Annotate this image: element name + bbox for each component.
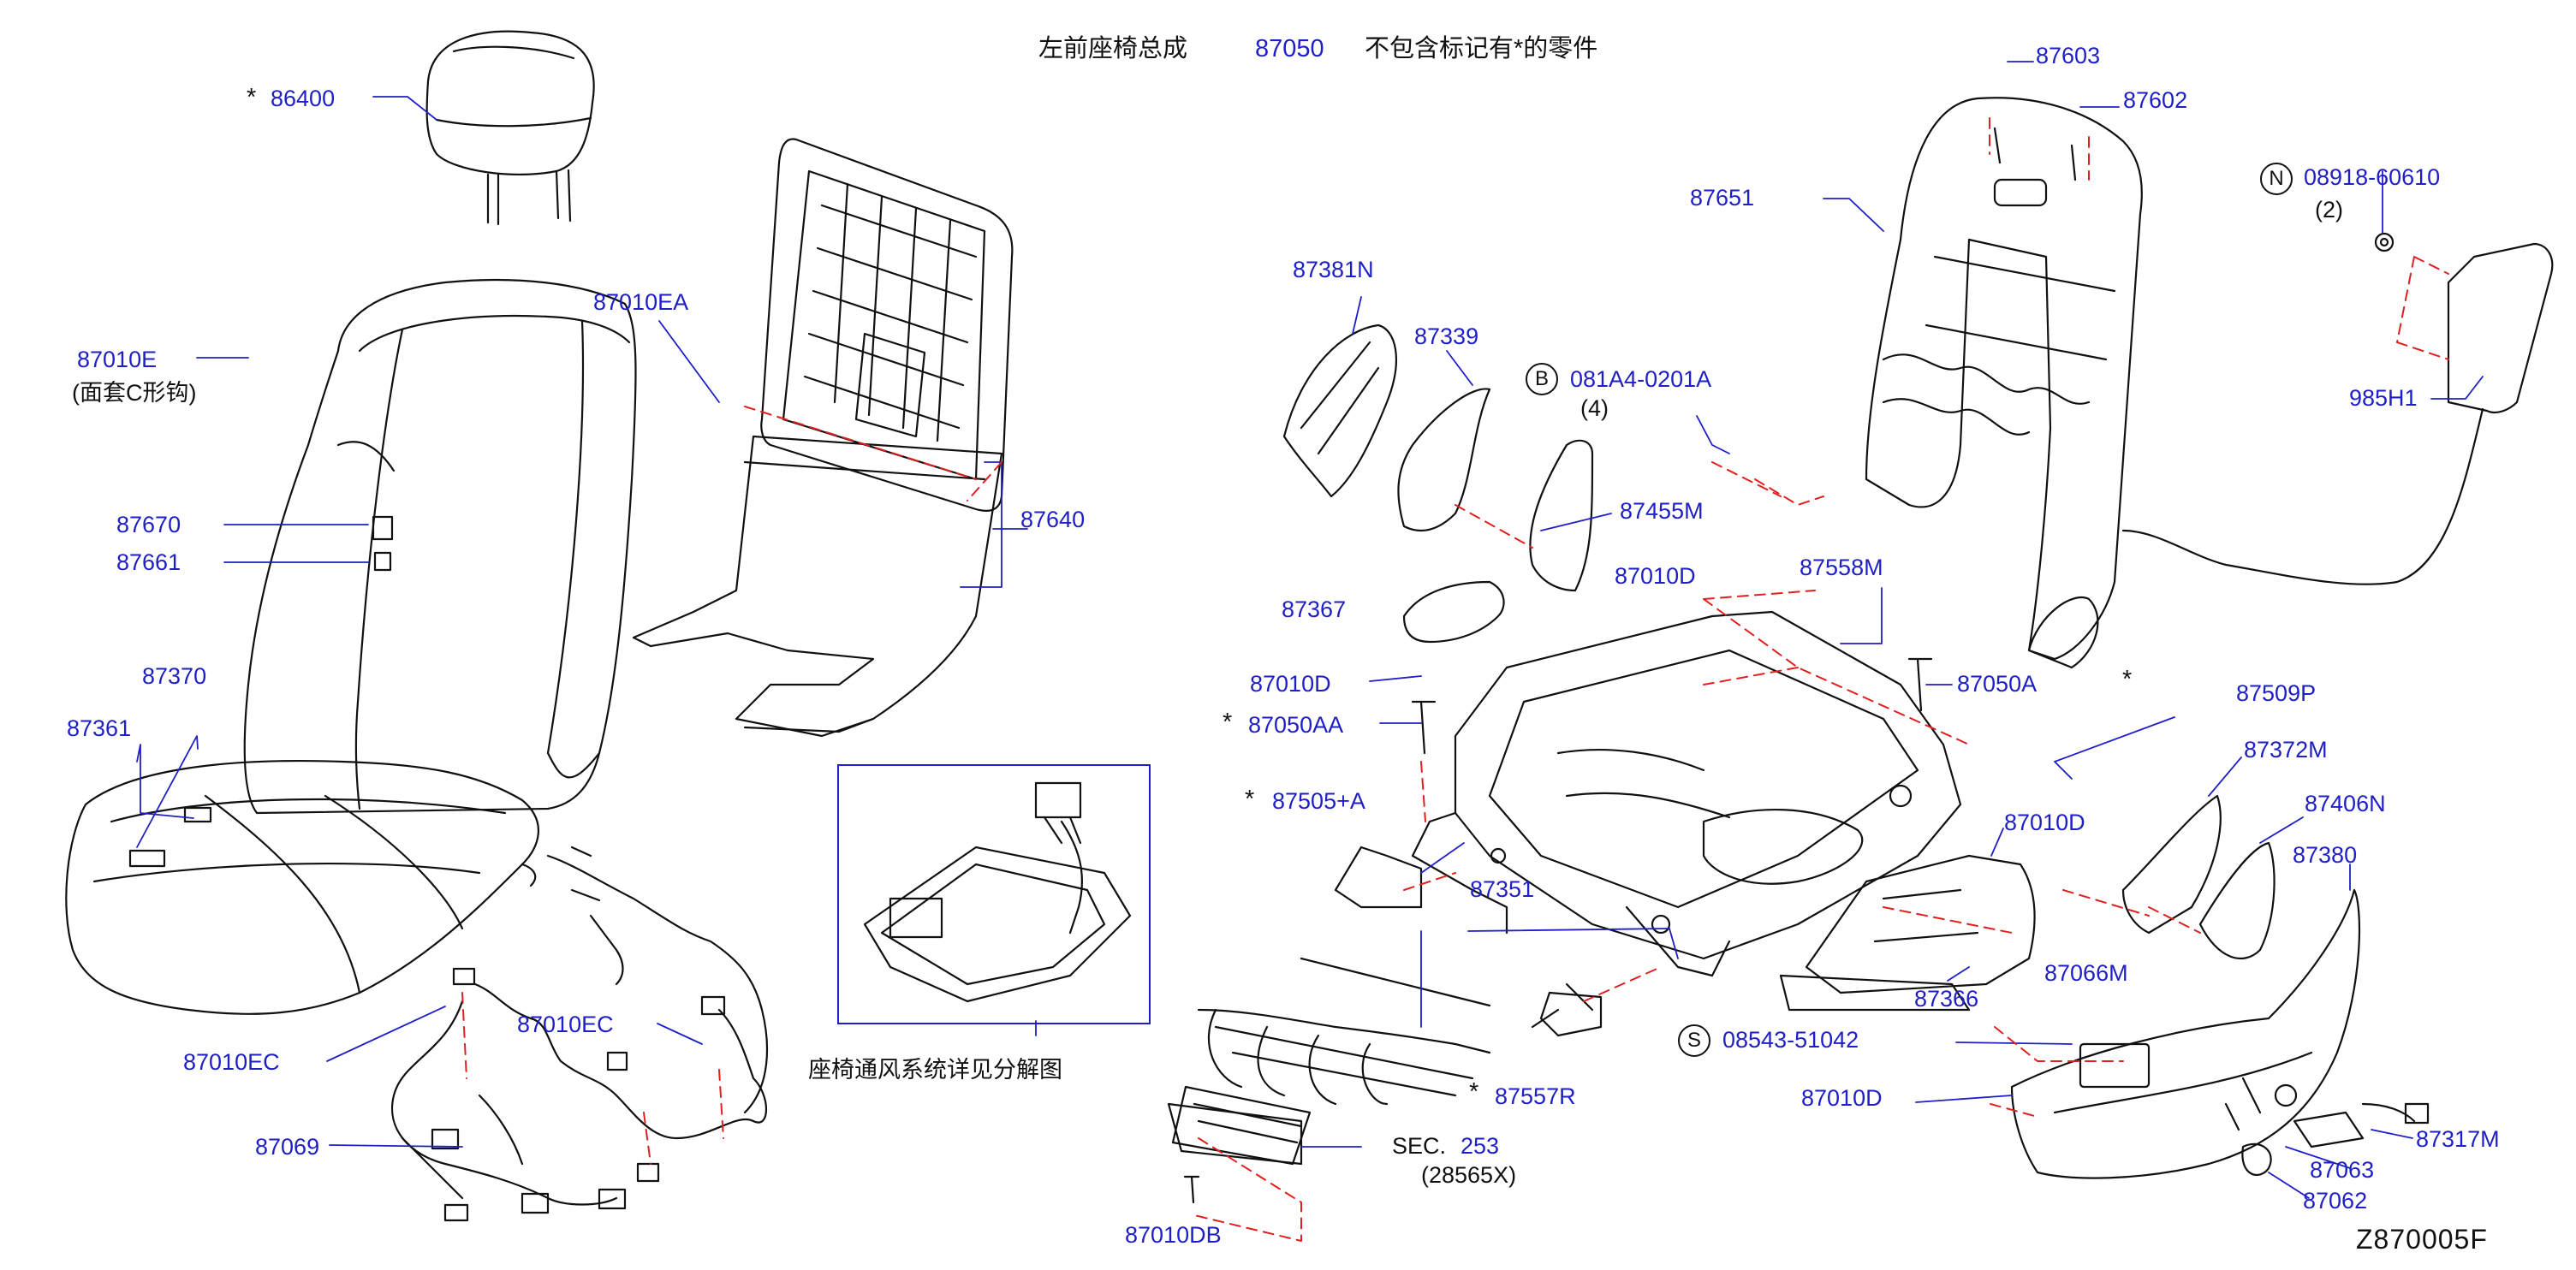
label-87351: 87351 <box>1470 876 1535 902</box>
circle-B-mark: B <box>1526 363 1558 395</box>
star-mark: * <box>1469 1078 1479 1106</box>
label-87010DB: 87010DB <box>1125 1222 1222 1248</box>
label-87010EA: 87010EA <box>593 289 689 315</box>
label-87640: 87640 <box>1020 507 1086 532</box>
vent-subassembly-drawing <box>863 781 1132 1003</box>
label-08543-51042: 08543-51042 <box>1722 1027 1859 1053</box>
label-081A4-0201A: 081A4-0201A <box>1570 366 1712 392</box>
label-87010EC-mid: 87010EC <box>517 1012 614 1037</box>
label-87010D-b: 87010D <box>1250 671 1331 697</box>
label-87661: 87661 <box>116 549 181 575</box>
armrest-drawing <box>2121 232 2554 585</box>
label-87010D-d: 87010D <box>1801 1085 1883 1111</box>
seatback-skirt-drawing <box>632 435 1003 738</box>
assembly-dashes <box>461 117 2449 1242</box>
star-mark: * <box>1223 709 1233 736</box>
label-87062: 87062 <box>2303 1188 2368 1214</box>
label-87050A: 87050A <box>1957 671 2038 697</box>
label-87455M: 87455M <box>1620 498 1704 524</box>
label-87063: 87063 <box>2310 1157 2375 1183</box>
label-87366: 87366 <box>1914 986 1979 1012</box>
star-mark: * <box>2122 666 2133 693</box>
section-part: (28565X) <box>1421 1162 1517 1188</box>
label-985H1: 985H1 <box>2349 385 2418 411</box>
assembly-number: 87050 <box>1255 35 1324 62</box>
circle-N-mark: N <box>2260 163 2293 195</box>
label-87370: 87370 <box>142 663 207 689</box>
circle-S-mark: S <box>1678 1024 1710 1057</box>
label-87651: 87651 <box>1690 185 1755 211</box>
label-87557R: 87557R <box>1495 1083 1576 1109</box>
label-87367: 87367 <box>1282 596 1347 622</box>
seatback-frame-drawing <box>1865 97 2143 669</box>
label-87509P: 87509P <box>2236 680 2317 706</box>
section-number: 253 <box>1461 1133 1500 1159</box>
label-87010D-c: 87010D <box>2004 810 2085 835</box>
assembly-name: 左前座椅总成 <box>1038 35 1188 62</box>
seatback-board-drawing <box>760 138 1014 512</box>
qty-081A4: (4) <box>1580 395 1609 421</box>
label-87505A: 87505+A <box>1272 788 1365 814</box>
seat-frame-drawing <box>1411 610 1962 977</box>
seatback-cover-drawing <box>243 278 637 815</box>
seat-harness-drawing <box>391 846 769 1222</box>
seat-spring-drawing <box>1197 957 1491 1106</box>
label-87558M: 87558M <box>1800 555 1883 580</box>
qty-08918: (2) <box>2315 197 2343 223</box>
vent-detail-frame <box>837 764 1151 1024</box>
label-87066M: 87066M <box>2044 960 2128 986</box>
control-unit-drawing <box>1167 1102 1303 1204</box>
exclusion-note: 不包含标记有*的零件 <box>1365 35 1598 62</box>
section-prefix: SEC. <box>1392 1133 1447 1159</box>
headrest-drawing <box>425 30 595 226</box>
label-87670: 87670 <box>116 512 181 537</box>
star-mark: * <box>247 84 257 111</box>
label-87381N: 87381N <box>1293 257 1374 282</box>
vent-note: 座椅通风系统详见分解图 <box>808 1057 1062 1083</box>
label-87010EC-left: 87010EC <box>183 1049 280 1075</box>
label-87339: 87339 <box>1414 323 1479 349</box>
label-87372M: 87372M <box>2244 737 2328 763</box>
label-87050AA: 87050AA <box>1248 712 1344 738</box>
diagram-code: Z870005F <box>2356 1224 2488 1255</box>
seat-cushion-cover-drawing <box>65 759 539 1015</box>
label-87010E: 87010E <box>77 347 158 372</box>
label-86400: 86400 <box>271 86 336 111</box>
label-87602: 87602 <box>2123 87 2188 113</box>
label-87317M: 87317M <box>2416 1126 2500 1152</box>
label-87010D-a: 87010D <box>1615 563 1696 589</box>
label-87603: 87603 <box>2036 43 2101 68</box>
star-mark: * <box>1245 786 1255 813</box>
label-87380: 87380 <box>2293 842 2358 868</box>
label-87010E-note: (面套C形钩) <box>72 380 197 406</box>
label-08918-60610: 08918-60610 <box>2304 164 2441 190</box>
label-87406N: 87406N <box>2305 791 2386 816</box>
label-87361: 87361 <box>67 715 132 741</box>
label-87069: 87069 <box>255 1134 320 1160</box>
right-side-parts-drawing <box>1531 794 2430 1179</box>
leader-lines <box>136 61 2484 1199</box>
